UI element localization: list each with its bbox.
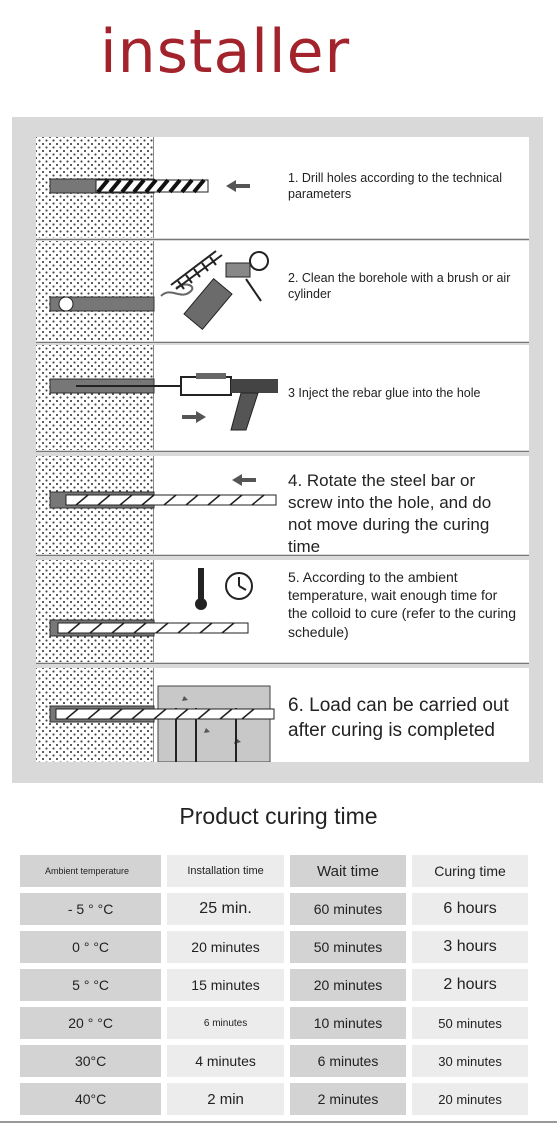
step-1-text: 1. Drill holes according to the technica… <box>288 171 503 202</box>
concrete-texture <box>36 241 153 341</box>
step-1-illustration <box>36 137 278 238</box>
cell-wait-time: 60 minutes <box>289 893 407 925</box>
table-row: 40°C 2 min 2 minutes 20 minutes <box>20 1083 528 1115</box>
thermometer-icon <box>195 568 207 610</box>
step-2: 2. Clean the borehole with a brush or ai… <box>23 241 529 341</box>
arrow-left-icon <box>232 474 256 486</box>
step-4: 4. Rotate the steel bar or screw into th… <box>23 456 529 556</box>
air-blower-icon <box>183 251 269 331</box>
wall-edge <box>153 241 154 341</box>
arrow-right-icon <box>182 411 206 423</box>
cell-installation-time: 2 min <box>167 1083 284 1115</box>
table-row: - 5 ° °C 25 min. 60 minutes 6 hours <box>20 893 528 925</box>
cell-curing-time: 3 hours <box>412 931 528 963</box>
divider <box>36 663 529 664</box>
cell-installation-time: 15 minutes <box>167 969 284 1001</box>
curing-table-title: Product curing time <box>179 803 378 829</box>
cell-wait-time: 20 minutes <box>289 969 407 1001</box>
header-wait-time: Wait time <box>289 855 407 887</box>
table-row: 0 ° °C 20 minutes 50 minutes 3 hours <box>20 931 528 963</box>
header-curing-time: Curing time <box>412 855 528 887</box>
concrete-block-icon <box>157 685 271 762</box>
divider <box>36 342 529 343</box>
rebar-icon <box>49 619 249 637</box>
step-6-text: 6. Load can be carried out after curing … <box>288 695 509 741</box>
rebar-icon <box>49 705 275 723</box>
divider <box>36 451 529 452</box>
arrow-left-icon <box>226 180 250 192</box>
cell-temperature: 20 ° °C <box>20 1007 162 1039</box>
step-4-text: 4. Rotate the steel bar or screw into th… <box>288 471 492 557</box>
divider <box>0 1121 557 1123</box>
cell-installation-time: 4 minutes <box>167 1045 284 1077</box>
cell-wait-time: 6 minutes <box>289 1045 407 1077</box>
step-5-illustration <box>36 560 278 662</box>
step-1-text-box: 1. Drill holes according to the technica… <box>278 137 529 238</box>
cell-curing-time: 2 hours <box>412 969 528 1001</box>
step-6-illustration <box>36 668 278 762</box>
glue-gun-icon <box>49 373 278 431</box>
concrete-texture <box>36 560 153 662</box>
cell-temperature: 5 ° °C <box>20 969 162 1001</box>
step-4-illustration <box>36 456 278 554</box>
curing-table: Ambient temperature Installation time Wa… <box>14 849 534 1121</box>
cell-temperature: 30°C <box>20 1045 162 1077</box>
cell-installation-time: 6 minutes <box>167 1007 284 1039</box>
table-row: 30°C 4 minutes 6 minutes 30 minutes <box>20 1045 528 1077</box>
wall-edge <box>153 345 154 450</box>
header-ambient-temperature: Ambient temperature <box>20 855 162 887</box>
step-5-text: 5. According to the ambient temperature,… <box>288 569 517 640</box>
wall-edge <box>153 560 154 662</box>
page-title: installer <box>100 17 351 87</box>
table-row: 20 ° °C 6 minutes 10 minutes 50 minutes <box>20 1007 528 1039</box>
step-2-text: 2. Clean the borehole with a brush or ai… <box>288 271 511 302</box>
step-6-text-box: 6. Load can be carried out after curing … <box>278 668 529 762</box>
cell-curing-time: 50 minutes <box>412 1007 528 1039</box>
cell-temperature: 0 ° °C <box>20 931 162 963</box>
cell-installation-time: 25 min. <box>167 893 284 925</box>
table-row: 5 ° °C 15 minutes 20 minutes 2 hours <box>20 969 528 1001</box>
step-2-text-box: 2. Clean the borehole with a brush or ai… <box>278 241 529 341</box>
cell-curing-time: 30 minutes <box>412 1045 528 1077</box>
brush-icon <box>49 250 223 312</box>
cell-wait-time: 10 minutes <box>289 1007 407 1039</box>
cell-temperature: 40°C <box>20 1083 162 1115</box>
cell-wait-time: 2 minutes <box>289 1083 407 1115</box>
step-5-text-box: 5. According to the ambient temperature,… <box>278 560 529 662</box>
header-installation-time: Installation time <box>167 855 284 887</box>
step-4-text-box: 4. Rotate the steel bar or screw into th… <box>278 456 529 556</box>
step-1: 1. Drill holes according to the technica… <box>23 137 529 238</box>
concrete-texture <box>36 345 153 450</box>
step-6: 6. Load can be carried out after curing … <box>23 668 529 762</box>
drill-bit-icon <box>49 178 209 194</box>
step-3: 3 Inject the rebar glue into the hole <box>23 345 529 450</box>
cell-installation-time: 20 minutes <box>167 931 284 963</box>
step-3-text: 3 Inject the rebar glue into the hole <box>288 386 481 400</box>
step-3-text-box: 3 Inject the rebar glue into the hole <box>278 345 529 450</box>
cell-wait-time: 50 minutes <box>289 931 407 963</box>
clock-icon <box>225 572 253 600</box>
step-5: 5. According to the ambient temperature,… <box>23 560 529 662</box>
rebar-icon <box>49 491 277 509</box>
cell-curing-time: 20 minutes <box>412 1083 528 1115</box>
divider <box>36 239 529 240</box>
table-header-row: Ambient temperature Installation time Wa… <box>20 855 528 887</box>
cell-temperature: - 5 ° °C <box>20 893 162 925</box>
step-3-illustration <box>36 345 278 450</box>
cell-curing-time: 6 hours <box>412 893 528 925</box>
divider <box>36 555 529 556</box>
step-2-illustration <box>36 241 278 341</box>
